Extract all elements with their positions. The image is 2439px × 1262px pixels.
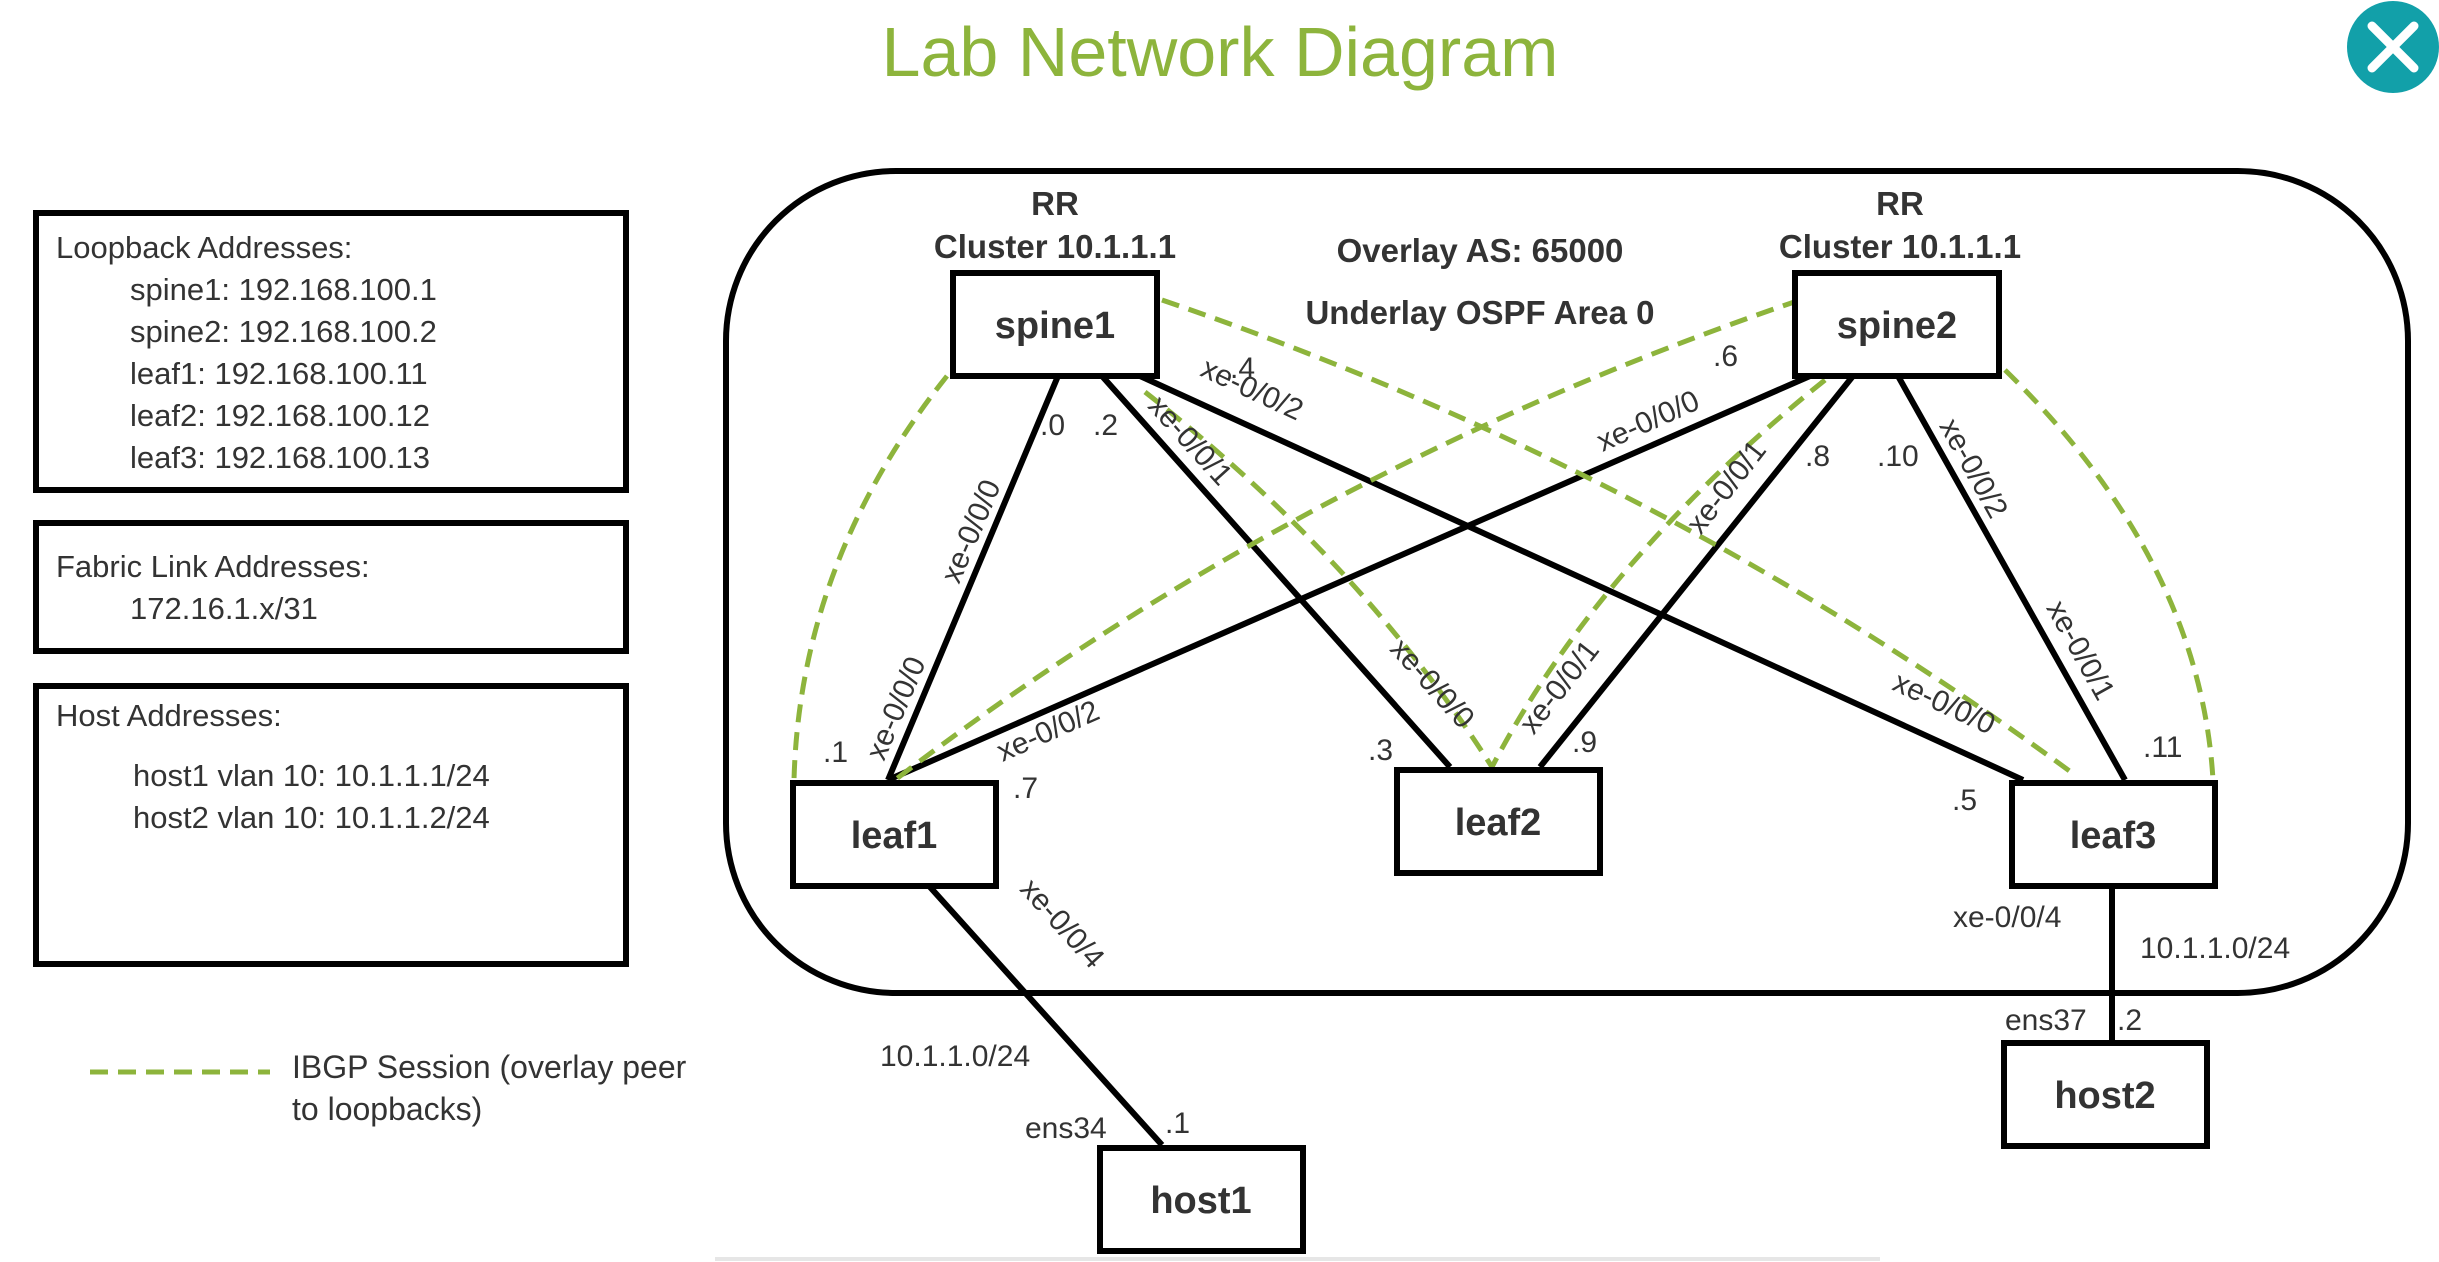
intf-label: ens37 [2005,1004,2087,1037]
node-spine2: spine2 [1792,270,2002,379]
fabric-title: Fabric Link Addresses: [56,549,370,584]
intf-label: xe-0/0/4 [1953,901,2061,934]
node-leaf1: leaf1 [790,780,999,889]
overlay-as-label: Overlay AS: 65000 [1337,232,1624,269]
node-label: spine1 [995,305,1115,347]
page-title: Lab Network Diagram [882,13,1559,91]
addr-label: .8 [1805,440,1830,473]
fabric-box: Fabric Link Addresses: 172.16.1.x/31 [33,520,629,654]
rr-cluster-label-spine2: Cluster 10.1.1.1 [1779,228,2021,265]
legend: IBGP Session (overlay peer to loopbacks) [90,1049,687,1127]
host-address-item: host2 vlan 10: 10.1.1.2/24 [133,800,490,835]
node-spine1: spine1 [950,270,1160,379]
link-spine2-leaf1 [886,373,1812,783]
loopback-title: Loopback Addresses: [56,230,352,265]
rr-label-spine2: RR [1876,185,1924,222]
addr-label: .1 [823,736,848,769]
link-spine2-leaf3 [1895,374,2128,782]
loopback-box: Loopback Addresses: spine1: 192.168.100.… [33,210,629,493]
subnet-label: 10.1.1.0/24 [880,1040,1030,1073]
node-label: spine2 [1837,305,1957,347]
ibgp-spine1-leaf1 [791,374,949,781]
loopback-item: spine2: 192.168.100.2 [130,314,437,349]
intf-label: xe-0/0/0 [935,475,1008,588]
addr-label: .10 [1877,440,1919,473]
intf-label: xe-0/0/2 [992,694,1104,768]
host-address-title: Host Addresses: [56,698,282,733]
addr-label: .4 [1230,352,1255,385]
addr-label: .5 [1952,784,1977,817]
intf-label: xe-0/0/0 [1384,632,1481,735]
node-label: leaf1 [851,815,938,857]
link-spine1-leaf2 [1099,374,1453,769]
rr-label-spine1: RR [1031,185,1079,222]
addr-label: .2 [2117,1004,2142,1037]
close-icon[interactable] [2367,21,2419,73]
node-host1: host1 [1097,1145,1306,1254]
legend-text: IBGP Session (overlay peer [292,1049,687,1085]
intf-label: xe-0/0/4 [1014,872,1111,975]
addr-label: .1 [1165,1107,1190,1140]
node-leaf3: leaf3 [2009,780,2218,889]
loopback-item: spine1: 192.168.100.1 [130,272,437,307]
link-leaf1-host1 [927,884,1165,1148]
link-spine1-leaf1 [885,374,1061,782]
loopback-item: leaf3: 192.168.100.13 [130,440,430,475]
host-address-box: Host Addresses: host1 vlan 10: 10.1.1.1/… [33,683,629,967]
node-label: leaf2 [1455,802,1542,844]
node-leaf2: leaf2 [1394,767,1603,876]
subnet-label: 10.1.1.0/24 [2140,932,2290,965]
rr-cluster-label-spine1: Cluster 10.1.1.1 [934,228,1176,265]
link-spine1-leaf3 [1138,373,2025,783]
addr-label: .3 [1368,734,1393,767]
addr-label: .11 [2143,731,2182,764]
ibgp-spine2-leaf3 [2003,368,2216,781]
intf-label: xe-0/0/1 [1513,634,1606,740]
addr-label: .0 [1040,409,1065,442]
addr-label: .7 [1013,772,1038,805]
link-spine2-leaf2 [1537,374,1856,769]
close-button[interactable] [2347,1,2439,93]
fabric-item: 172.16.1.x/31 [130,591,318,626]
intf-label: ens34 [1025,1112,1107,1145]
addr-label: .2 [1093,409,1118,442]
intf-label: xe-0/0/1 [1680,434,1773,540]
node-label: leaf3 [2070,815,2157,857]
intf-label: xe-0/0/0 [860,652,933,765]
legend-text: to loopbacks) [292,1091,482,1127]
addr-label: .9 [1572,726,1597,759]
loopback-item: leaf2: 192.168.100.12 [130,398,430,433]
loopback-item: leaf1: 192.168.100.11 [130,356,428,391]
ibgp-spine1-leaf3 [1161,297,2077,778]
host-address-item: host1 vlan 10: 10.1.1.1/24 [133,758,490,793]
fabric-container [723,168,2411,996]
node-label: host2 [2054,1075,2155,1117]
node-label: host1 [1150,1180,1251,1222]
intf-label: xe-0/0/0 [1888,666,2000,742]
underlay-label: Underlay OSPF Area 0 [1305,294,1654,331]
addr-label: .6 [1713,340,1738,373]
ibgp-spine1-leaf2 [1143,390,1495,769]
ibgp-spine2-leaf2 [1489,378,1827,769]
node-host2: host2 [2001,1040,2210,1149]
ibgp-spine2-leaf1 [893,297,1801,782]
